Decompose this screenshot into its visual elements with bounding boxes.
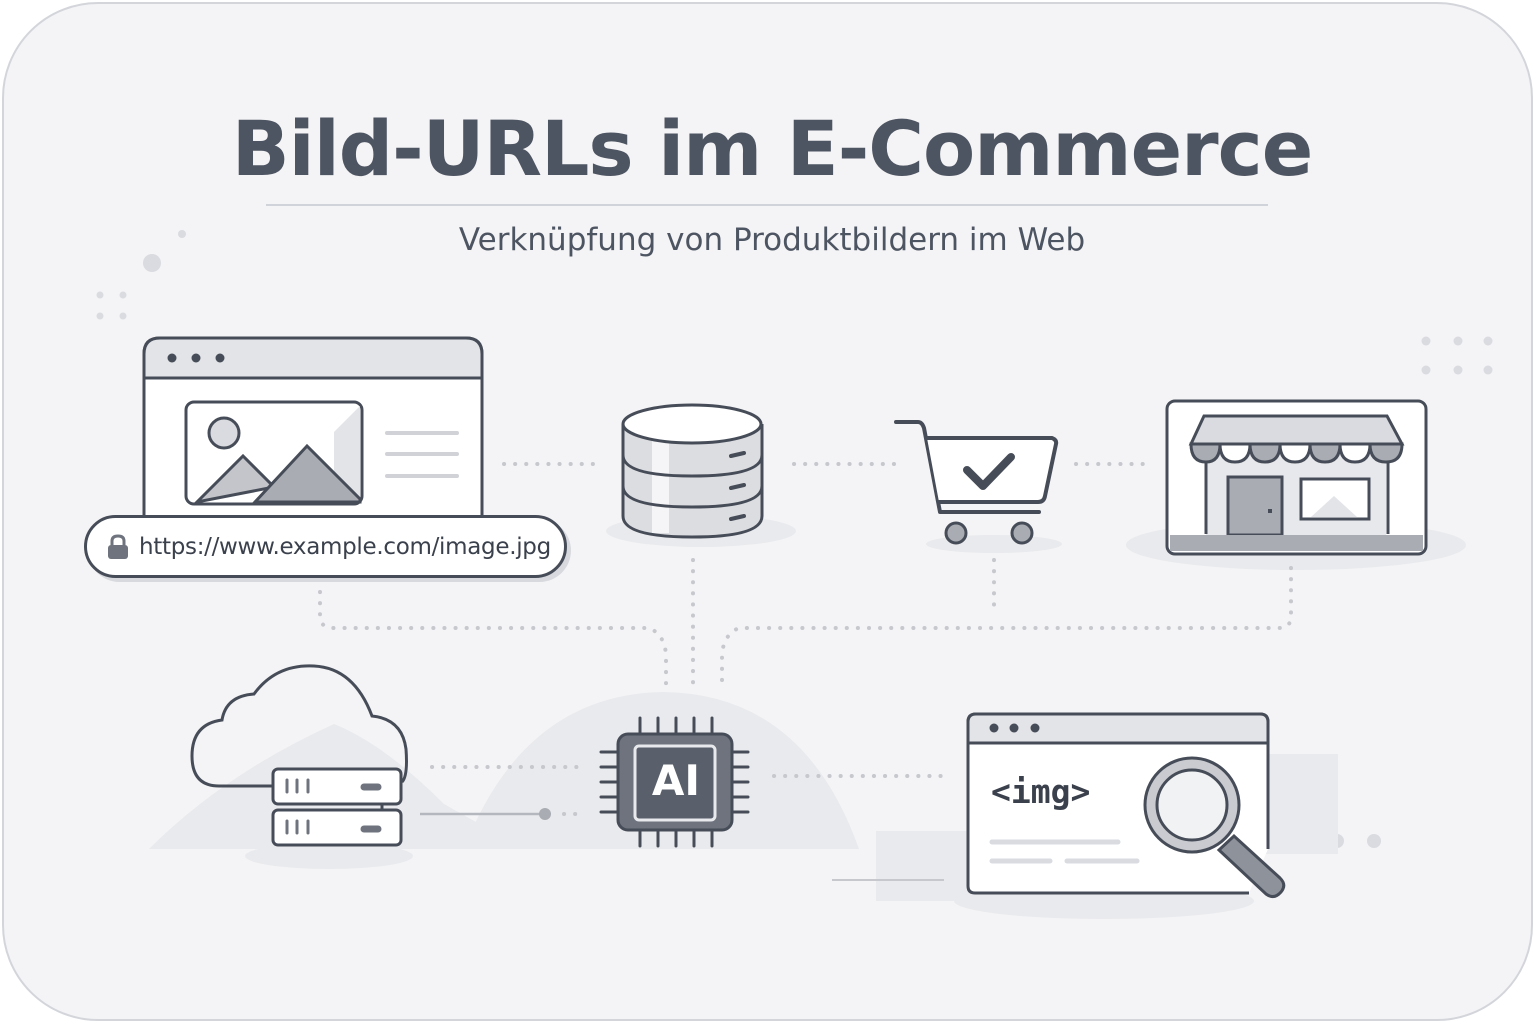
database-icon [621, 403, 764, 539]
url-bar: https://www.example.com/image.jpg [84, 515, 567, 578]
page-subtitle: Verknüpfung von Produktbildern im Web [458, 222, 1086, 258]
page-title: Bild-URLs im E-Commerce [231, 104, 1313, 193]
title-divider [266, 204, 1268, 206]
shopping-cart-icon [894, 420, 1059, 545]
diagram-canvas [96, 230, 1493, 919]
cloud-server-icon [190, 664, 408, 847]
ai-chip-label: AI [651, 756, 701, 805]
decor-dots [96, 230, 1493, 848]
lock-icon [108, 533, 128, 559]
img-tag-label: <img> [991, 772, 1091, 811]
browser-window-icon [142, 336, 484, 529]
storefront-icon [1165, 399, 1428, 556]
magnifier-icon [1143, 756, 1286, 899]
ai-chip-icon [599, 716, 750, 848]
image-url-text: https://www.example.com/image.jpg [139, 533, 551, 560]
connectors [318, 462, 1293, 816]
